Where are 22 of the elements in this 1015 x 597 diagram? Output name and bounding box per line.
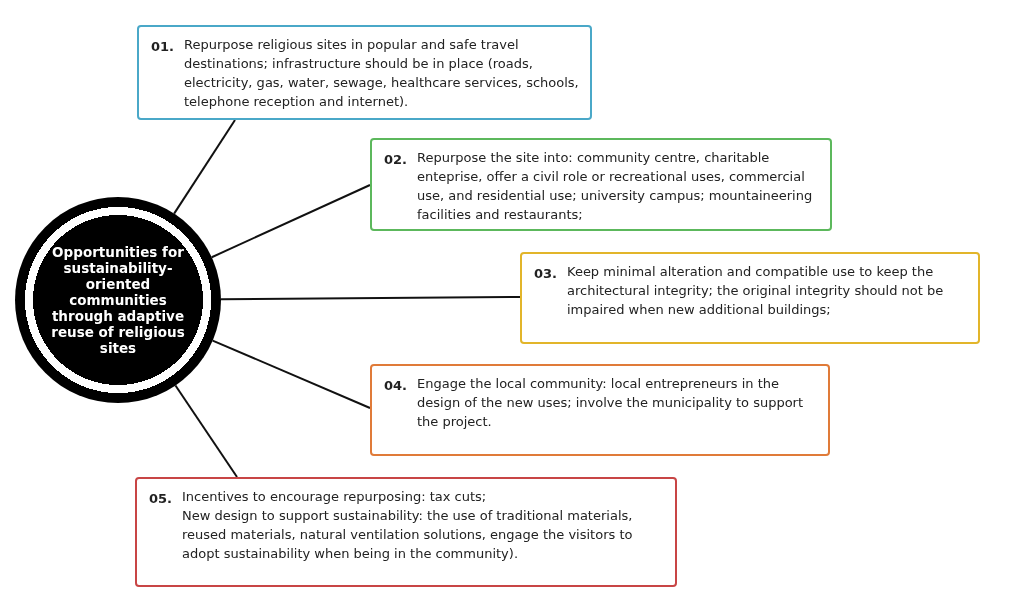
description-text: Repurpose the site into: community centre, charitable enteprise, offer a civil role or recreational uses, commercial use, and residential use; university campus; mountaineering facilities and restaurants; (417, 149, 814, 224)
step-number: 01. (151, 38, 175, 56)
text-box (135, 477, 677, 587)
connector-line (174, 384, 238, 478)
step-number: 02. (384, 151, 408, 169)
step-number: 04. (384, 377, 408, 395)
description-text: Engage the local community: local entrepreneurs in the design of the new uses; involve the municipality to support the project. (417, 375, 805, 431)
description-text: Keep minimal alteration and compatible use to keep the architectural integrity; the original integrity should not be impaired when new additional buildings; (567, 263, 945, 319)
description-text: Incentives to encourage repurposing: tax cuts; (182, 488, 488, 506)
text-box (137, 25, 592, 120)
description-text: New design to support sustainability: the use of traditional materials, reused materials, natural ventilation solutions, engage the visitors to adopt sustainability when being in the community). (182, 507, 634, 563)
connector-line (211, 339, 371, 409)
connector-line (220, 296, 521, 301)
description-text: Repurpose religious sites in popular and safe travel destinations; infrastructure should be in place (roads, electricity, gas, water, sewage, healthcare services, schools, telephone reception and internet). (184, 36, 580, 111)
connector-line (173, 119, 236, 215)
step-number: 03. (534, 265, 558, 283)
text-box (370, 138, 832, 231)
connector-line (210, 184, 371, 259)
step-number: 05. (149, 490, 173, 508)
text-box (370, 364, 830, 456)
circle-title: Opportunities for sustainability-oriented communities through adaptive reuse of religious sites (50, 244, 186, 356)
text-box (520, 252, 980, 344)
